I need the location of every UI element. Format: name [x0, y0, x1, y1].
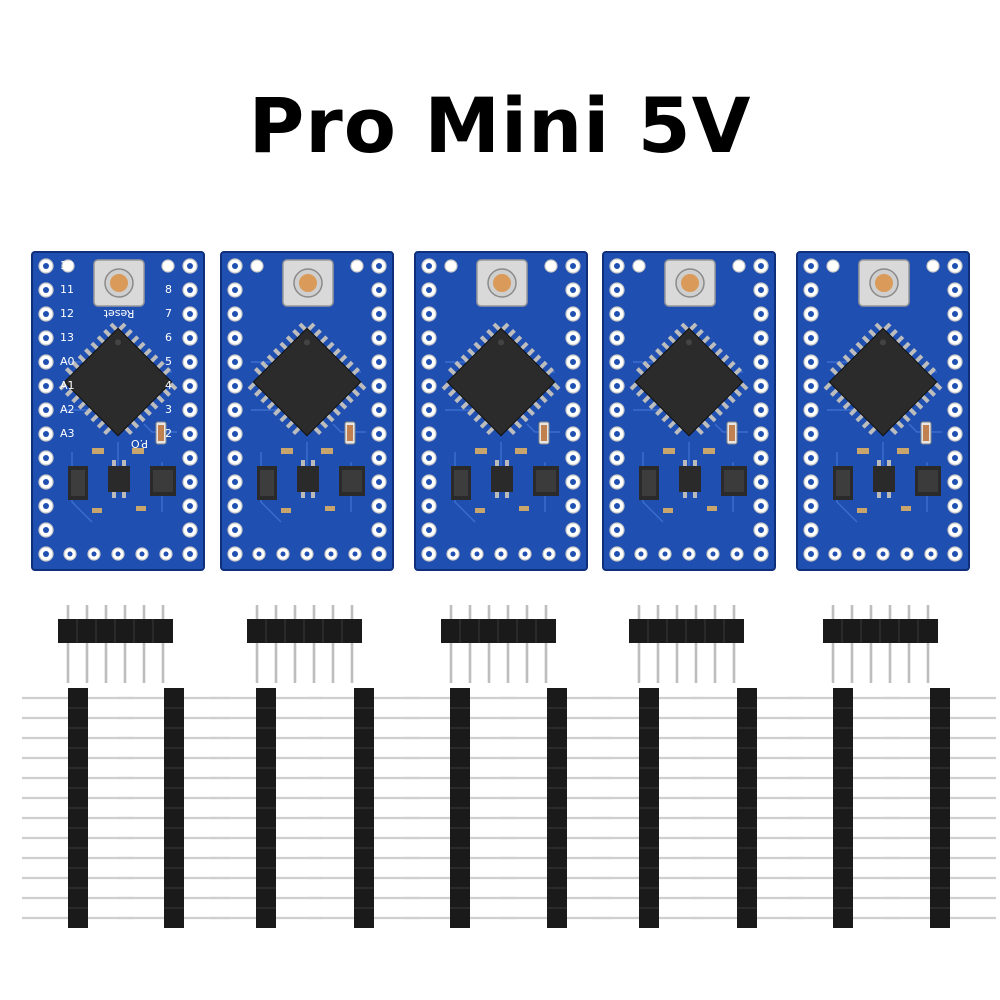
pin-label: A3 — [60, 427, 75, 440]
straight-pin-header — [116, 686, 232, 930]
pin-label: 10 — [60, 259, 74, 272]
straight-pin-header — [689, 686, 805, 930]
pin-label: A1 — [60, 379, 75, 392]
pwr-label: P.O — [131, 437, 148, 450]
pin-label: 9 — [165, 259, 172, 272]
pin-label: 6 — [165, 331, 172, 344]
pin-label: 7 — [165, 307, 172, 320]
page-title: Pro Mini 5V — [248, 81, 752, 170]
pin-label: A2 — [60, 403, 75, 416]
pro-mini-board — [31, 251, 205, 571]
straight-pin-header — [499, 686, 615, 930]
straight-pin-header — [785, 686, 901, 930]
pin-label: 3 — [165, 403, 172, 416]
pin-label: 5 — [165, 355, 172, 368]
pro-mini-board — [796, 251, 970, 571]
pin-label: 11 — [60, 283, 74, 296]
straight-pin-header — [591, 686, 707, 930]
right-pin-labels: 9 8 7 6 5 4 3 2 — [165, 259, 172, 440]
straight-pin-header — [306, 686, 422, 930]
pin-label: A0 — [60, 355, 75, 368]
reset-label: Reset — [103, 307, 134, 320]
pin-label: 12 — [60, 307, 74, 320]
pin-label: 13 — [60, 331, 74, 344]
angled-pin-header — [439, 603, 558, 685]
left-pin-labels: 10 11 12 13 A0 A1 A2 A3 — [60, 259, 75, 440]
straight-pin-header — [402, 686, 518, 930]
straight-pin-header — [20, 686, 136, 930]
pin-label: 4 — [165, 379, 172, 392]
pro-mini-board — [602, 251, 776, 571]
pin-label: 2 — [165, 427, 172, 440]
angled-pin-header — [245, 603, 364, 685]
angled-pin-header — [627, 603, 746, 685]
straight-pin-header — [208, 686, 324, 930]
angled-pin-header — [821, 603, 940, 685]
pin-label: 8 — [165, 283, 172, 296]
angled-pin-header — [56, 603, 175, 685]
pro-mini-board — [220, 251, 394, 571]
straight-pin-header — [882, 686, 998, 930]
pro-mini-board — [414, 251, 588, 571]
